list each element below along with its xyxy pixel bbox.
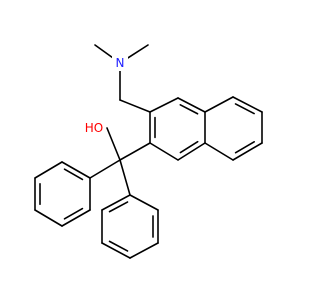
bond-10 <box>204 96 234 113</box>
nitrogen-label-background <box>112 55 128 71</box>
bond-18 <box>119 159 131 196</box>
bond-28-inner <box>108 240 129 252</box>
bond-22 <box>34 209 63 227</box>
bond-30 <box>101 194 131 211</box>
bond-16 <box>106 127 121 161</box>
bond-23 <box>61 209 91 227</box>
bond-30-inner <box>108 201 129 213</box>
bond-20 <box>34 161 63 179</box>
hydroxyl-label-background <box>82 120 106 136</box>
bond-8 <box>149 142 179 161</box>
bond-5 <box>177 97 206 113</box>
molecule-structure-diagram: N HO <box>34 44 263 259</box>
bond-11 <box>232 96 263 113</box>
bond-4 <box>149 97 179 113</box>
bond-13-inner <box>234 140 255 154</box>
bond-23-inner <box>63 207 84 220</box>
bond-15 <box>119 142 151 161</box>
atom-label-layer: N HO <box>82 55 128 136</box>
bond-5-inner <box>179 104 199 115</box>
nitrogen-atom-label: N <box>116 56 125 70</box>
bond-7 <box>177 142 206 161</box>
bond-27 <box>129 242 159 259</box>
bond-13 <box>232 142 263 161</box>
bond-11-inner <box>234 103 255 115</box>
bond-19 <box>61 161 91 179</box>
bond-14 <box>204 142 234 161</box>
bond-25 <box>129 194 159 211</box>
bond-7-inner <box>179 140 199 154</box>
bond-19-inner <box>63 168 84 181</box>
hydroxyl-group-label: HO <box>85 121 103 135</box>
bond-28 <box>101 242 131 259</box>
bond-17 <box>89 159 121 179</box>
bond-layer <box>34 44 263 259</box>
bond-3 <box>119 99 151 113</box>
